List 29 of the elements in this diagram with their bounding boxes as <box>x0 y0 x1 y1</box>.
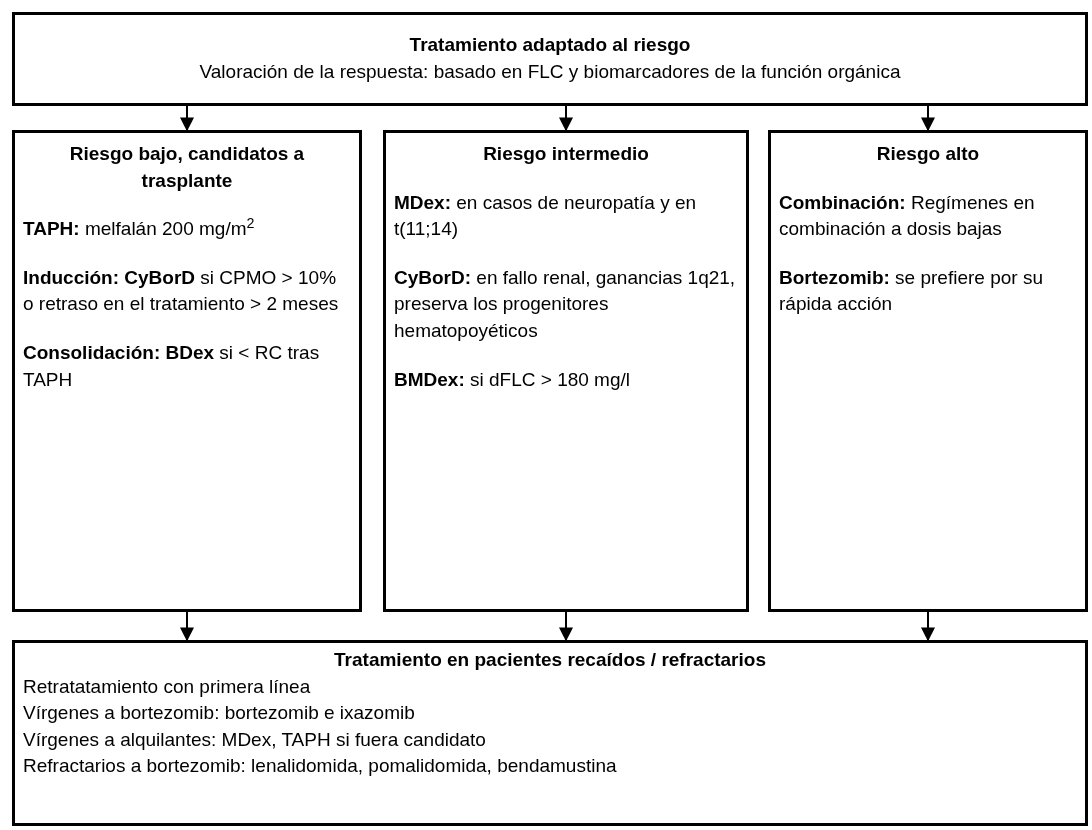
arrow <box>180 105 194 132</box>
box-text: Consolidación: BDex si < RC tras TAPH <box>23 340 321 392</box>
box-text: Combinación: Regímenes en combinación a dosis bajas <box>779 190 1036 242</box>
box-heading: Tratamiento en pacientes recaídos / refractarios <box>333 648 767 672</box>
box-text: Valoración de la respuesta: basado en FLC y biomarcadores de la función orgánica <box>199 60 901 84</box>
arrow <box>559 611 573 642</box>
process-box <box>12 130 362 612</box>
arrow <box>921 105 935 132</box>
process-box <box>12 640 1088 826</box>
box-heading: Riesgo bajo, candidatos a trasplante <box>68 142 306 193</box>
box-text: Refractarios a bortezomib: lenalidomida, pomalidomida, bendamustina <box>23 754 618 779</box>
box-text: TAPH: melfalán 200 mg/m$^{2}$ <box>23 216 256 242</box>
box-heading: Tratamiento adaptado al riesgo <box>408 33 692 58</box>
box-text: CyBorD: en fallo renal, ganancias 1q21, preserva los progenitores hematopoyéticos <box>394 265 737 343</box>
box-text: Inducción: CyBorD si CPMO > 10% o retraso en el tratamiento > 2 meses <box>23 265 340 317</box>
process-box <box>12 12 1088 106</box>
arrow <box>559 105 573 132</box>
box-text: Retratatamiento con primera línea <box>23 674 312 699</box>
box-text: Bortezomib: se prefiere por su rápida acción <box>779 265 1044 317</box>
arrow <box>180 611 194 642</box>
box-heading: Riesgo alto <box>875 142 981 166</box>
process-box <box>768 130 1088 612</box>
arrow <box>921 611 935 642</box>
box-text: Vírgenes a alquilantes: MDex, TAPH si fuera candidato <box>23 727 487 752</box>
box-text: MDex: en casos de neuropatía y en t(11;14) <box>394 190 698 242</box>
box-text: BMDex: si dFLC > 180 mg/l <box>394 367 631 392</box>
box-heading: Riesgo intermedio <box>482 142 650 166</box>
process-box <box>383 130 749 612</box>
box-text: Vírgenes a bortezomib: bortezomib e ixazomib <box>23 701 416 726</box>
